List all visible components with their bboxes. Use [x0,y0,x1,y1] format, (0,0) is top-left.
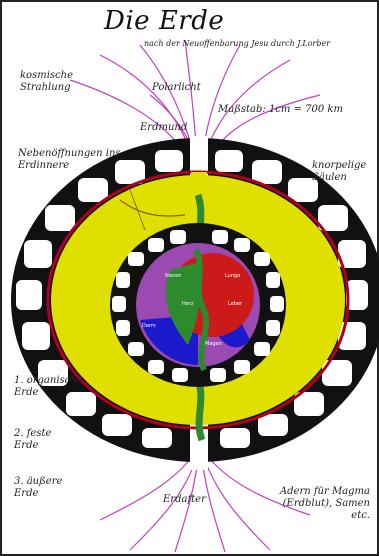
diagram-title: Die Erde [104,6,224,36]
svg-text:Darm: Darm [142,323,156,329]
svg-text:Nieren: Nieren [165,273,181,279]
label-knorpelige-saeulen: knorpelige Säulen [312,160,372,184]
svg-text:Magen: Magen [205,341,222,347]
svg-text:Lunge: Lunge [225,273,240,279]
label-feste-erde: 2. feste Erde [14,428,64,452]
label-adern: Adern für Magma (Erdblut), Samen etc. [270,486,370,522]
diagram-subtitle: nach der Neuoffenbarung Jesu durch J.Lor… [144,39,330,49]
label-erdafter: Erdafter [163,494,206,506]
label-kosmische-strahlung: kosmische Strahlung [20,70,105,94]
label-polarlicht: Polarlicht [152,82,201,94]
label-organische-erde: 1. organische Erde [14,375,84,399]
svg-text:Leber: Leber [228,301,243,307]
label-erdmund: Erdmund [140,122,187,134]
label-nebenoeffnungen: Nebenöffnungen ins Erdinnere [18,148,123,172]
label-aeussere-erde: 3. äußere Erde [14,476,74,500]
svg-text:Herz: Herz [182,301,194,307]
label-massstab: Maßstab: 1cm = 700 km [218,104,343,116]
